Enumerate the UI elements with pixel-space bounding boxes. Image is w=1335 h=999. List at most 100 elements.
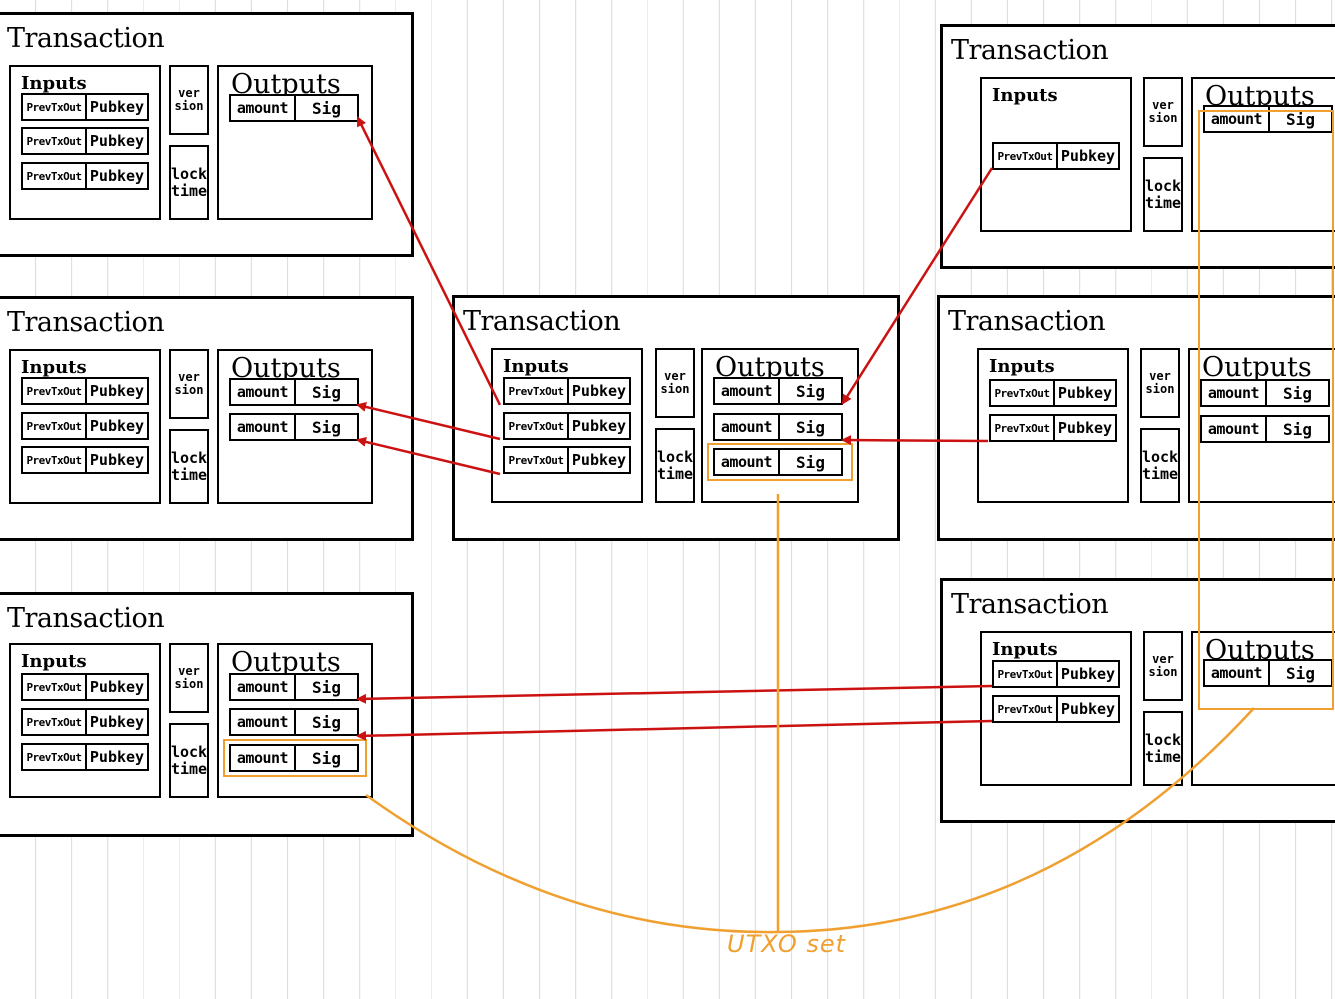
pubkey-field: Pubkey [567, 414, 629, 438]
sig-field: Sig [778, 379, 841, 403]
prev-tx-out-field: PrevTxOut [26, 453, 82, 467]
transaction-title: Transaction [951, 589, 1109, 620]
output-row[interactable]: amount Sig [229, 378, 359, 406]
prev-tx-out-field: PrevTxOut [26, 715, 82, 729]
inputs-title: Inputs [21, 73, 87, 94]
amount-field: amount [236, 418, 289, 436]
pubkey-field: Pubkey [85, 448, 147, 472]
pubkey-field: Pubkey [85, 675, 147, 699]
pubkey-field: Pubkey [1053, 416, 1115, 440]
outputs-title: Outputs [1202, 352, 1312, 383]
amount-field: amount [720, 382, 773, 400]
sig-field: Sig [294, 415, 357, 439]
transaction-title: Transaction [463, 306, 621, 337]
pubkey-field: Pubkey [1056, 144, 1118, 168]
prev-tx-out-field: PrevTxOut [997, 149, 1053, 163]
transaction-title: Transaction [7, 307, 165, 338]
pubkey-field: Pubkey [567, 379, 629, 403]
pubkey-field: Pubkey [567, 448, 629, 472]
transaction-title: Transaction [7, 23, 165, 54]
amount-field: amount [236, 383, 289, 401]
output-row[interactable]: amount Sig [713, 413, 843, 441]
output-row[interactable]: amount Sig [229, 413, 359, 441]
sig-field: Sig [1268, 107, 1331, 131]
amount-field: amount [236, 99, 289, 117]
amount-field: amount [1207, 420, 1260, 438]
amount-field: amount [1207, 384, 1260, 402]
prev-tx-out-field: PrevTxOut [508, 384, 564, 398]
sig-field: Sig [778, 450, 841, 474]
sig-field: Sig [1265, 381, 1328, 405]
output-row[interactable]: amount Sig [713, 448, 843, 476]
amount-field: amount [720, 418, 773, 436]
prev-tx-out-field: PrevTxOut [994, 421, 1050, 435]
pubkey-field: Pubkey [1056, 697, 1118, 721]
prev-tx-out-field: PrevTxOut [997, 667, 1053, 681]
sig-field: Sig [1268, 661, 1331, 685]
sig-field: Sig [294, 675, 357, 699]
transaction-title: Transaction [948, 306, 1106, 337]
sig-field: Sig [294, 380, 357, 404]
output-row[interactable]: amount Sig [713, 377, 843, 405]
prev-tx-out-field: PrevTxOut [26, 419, 82, 433]
amount-field: amount [720, 453, 773, 471]
pubkey-field: Pubkey [85, 745, 147, 769]
output-row[interactable]: amount Sig [1200, 379, 1330, 407]
inputs-title: Inputs [989, 356, 1055, 377]
prev-tx-out-field: PrevTxOut [508, 419, 564, 433]
sig-field: Sig [778, 415, 841, 439]
pubkey-field: Pubkey [85, 164, 147, 188]
pubkey-field: Pubkey [1056, 662, 1118, 686]
prev-tx-out-field: PrevTxOut [26, 750, 82, 764]
utxo-set-label: UTXO set [727, 930, 847, 958]
amount-field: amount [236, 749, 289, 767]
pubkey-field: Pubkey [85, 95, 147, 119]
sig-field: Sig [294, 710, 357, 734]
inputs-title: Inputs [992, 85, 1058, 106]
